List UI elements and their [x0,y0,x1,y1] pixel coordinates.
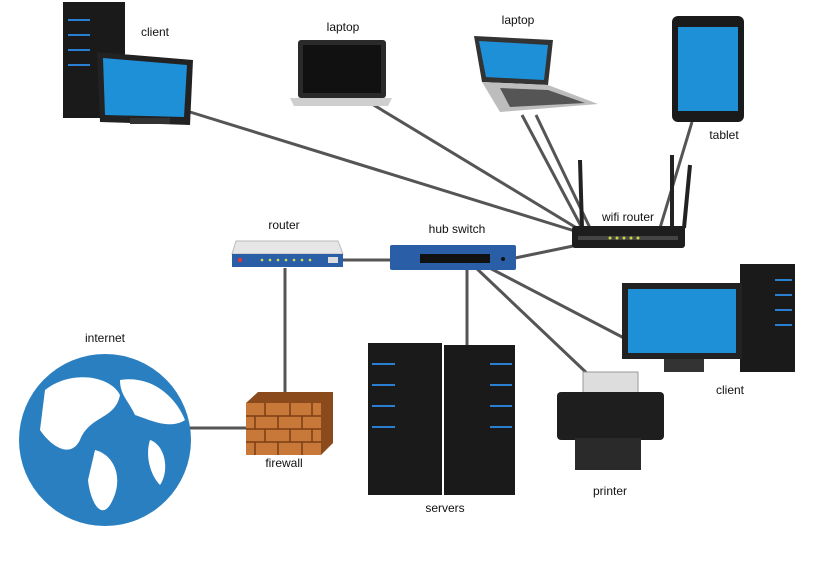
cable-hub-client [479,261,625,340]
label-laptop-1: laptop [326,20,360,34]
label-tablet: tablet [709,128,739,142]
cable-hub-printer [472,264,594,380]
tablet-device [672,16,744,122]
cable-hub-wifi [514,243,579,260]
laptop-2-device [474,36,598,112]
label-router: router [268,218,300,232]
wifi-router-device [572,155,692,248]
cable-laptop1-wifi [371,102,581,232]
label-hub-switch: hub switch [428,222,486,236]
router-device [231,240,344,267]
cables [188,102,694,430]
firewall-icon [246,392,333,455]
label-firewall: firewall [265,456,303,470]
internet-globe-icon [19,354,191,526]
cable-client-wifi [189,110,579,234]
label-client-top: client [140,25,170,39]
printer-device [557,371,664,470]
cable-laptop2-wifi-a [520,114,584,229]
client-top-device [63,2,193,125]
label-internet: internet [84,331,126,345]
servers-device [368,343,515,495]
hub-switch-device [390,245,516,270]
laptop-1-device [290,40,392,106]
label-laptop-2: laptop [501,13,535,27]
client-right-device [622,264,795,372]
label-servers: servers [425,501,465,515]
label-printer: printer [592,484,628,498]
label-wifi-router: wifi router [601,210,655,224]
label-client-right: client [715,383,745,397]
cable-tablet-wifi [658,121,694,229]
